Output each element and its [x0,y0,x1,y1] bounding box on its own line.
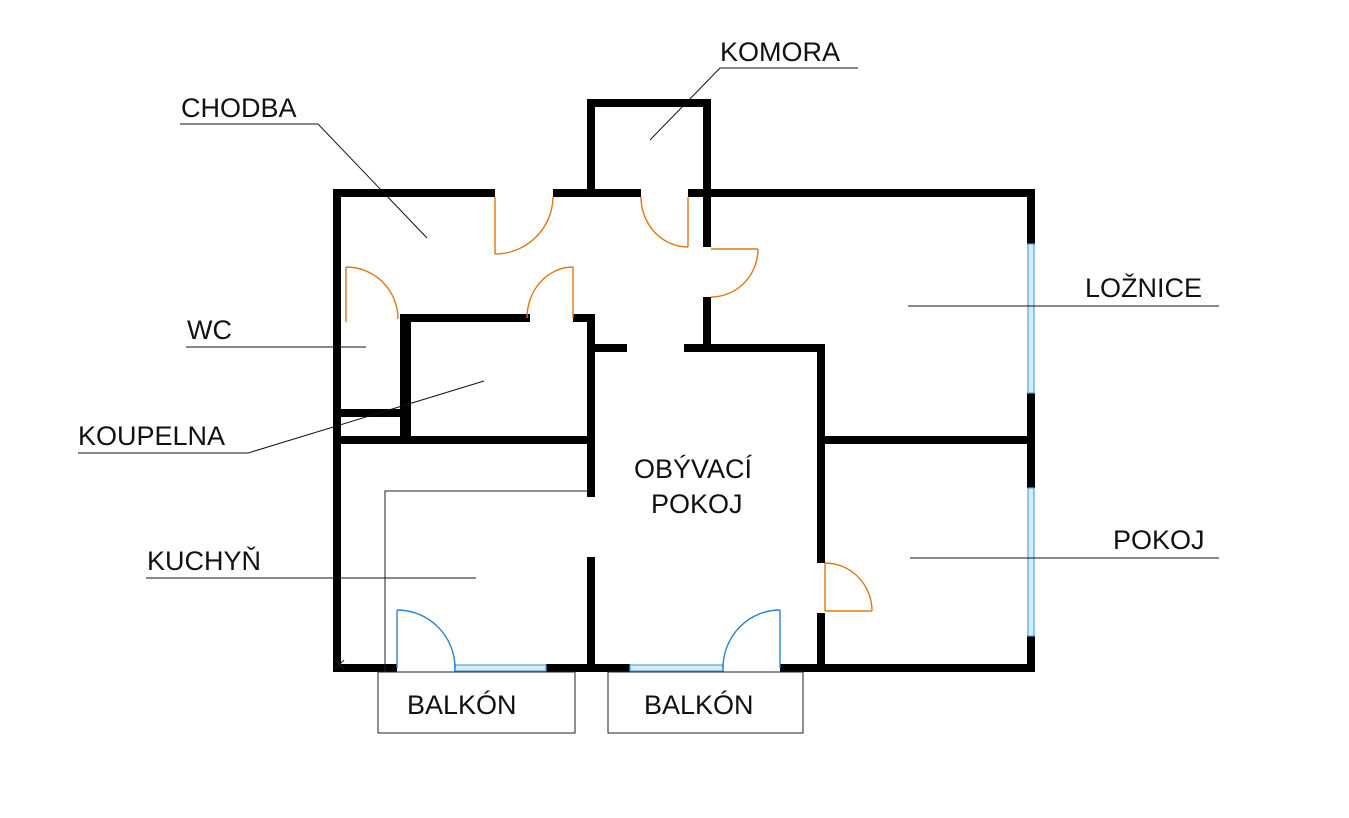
window-kuchyn-bottom [454,664,547,672]
leader-lines [78,67,1219,579]
leader-komora [649,67,858,141]
wall-right-lower [1027,636,1035,672]
label-obyvaci-1: OBÝVACÍ [634,454,753,484]
wall-top-left [333,189,495,197]
door-komora [640,196,689,248]
label-koupelna: KOUPELNA [78,421,225,451]
label-kuchyn: KUCHYŇ [147,545,261,576]
balcony-doors [396,609,781,672]
door-balcony-left [396,609,456,672]
walls [333,99,1035,672]
door-pokoj [824,562,873,612]
door-entrance [494,196,554,255]
door-wc [345,266,399,322]
window-loznice [1027,243,1035,394]
wall-top-mid [553,189,641,197]
wall-komora-top [587,99,711,107]
wall-living-right [817,344,825,563]
label-obyvaci-2: POKOJ [651,489,743,519]
door-loznice [710,248,759,298]
window-pokoj [1027,487,1035,637]
wall-bottom-c [780,664,1035,672]
door-balcony-right [722,609,781,672]
wall-bottom-a [333,664,397,672]
wall-right-upper [1027,189,1035,244]
wall-bath-right [587,314,595,497]
room-labels: KOMORA CHODBA LOŽNICE WC KOUPELNA OBÝVAC… [78,37,1205,720]
label-chodba: CHODBA [181,93,297,123]
label-wc: WC [187,315,232,345]
wall-bedroom-pokoj [817,436,1035,444]
label-loznice: LOŽNICE [1085,272,1202,303]
wall-bath-top [400,314,530,322]
wall-left [333,189,341,672]
kitchen-counter-line [384,490,587,672]
corner-mark [334,659,345,670]
wall-wc-bottom [333,409,408,417]
label-balkon-right: BALKÓN [644,689,754,720]
wall-wc-right [400,314,411,439]
wall-stub-left [587,344,627,352]
leader-koupelna [78,380,485,454]
wall-komora-right [703,99,711,197]
label-balkon-left: BALKÓN [407,689,517,720]
wall-komora-left [587,99,595,197]
wall-top-right [688,189,1034,197]
balcony-left-outline [377,671,576,734]
wall-living-right-low [817,613,825,672]
doors [345,196,873,612]
wall-stub-right [684,344,824,352]
wall-kitchen-living [587,557,595,672]
leader-chodba [180,123,428,239]
wall-bath-top-right [573,314,595,322]
window-obyvaci-bottom [629,664,724,672]
label-komora: KOMORA [720,37,840,67]
door-koupelna [526,266,574,319]
label-pokoj: POKOJ [1113,525,1205,555]
wall-bedroom-left-a [703,189,711,247]
balcony-right-outline [607,671,804,734]
wall-bath-bottom [333,436,595,444]
wall-bedroom-left-b [703,297,711,352]
